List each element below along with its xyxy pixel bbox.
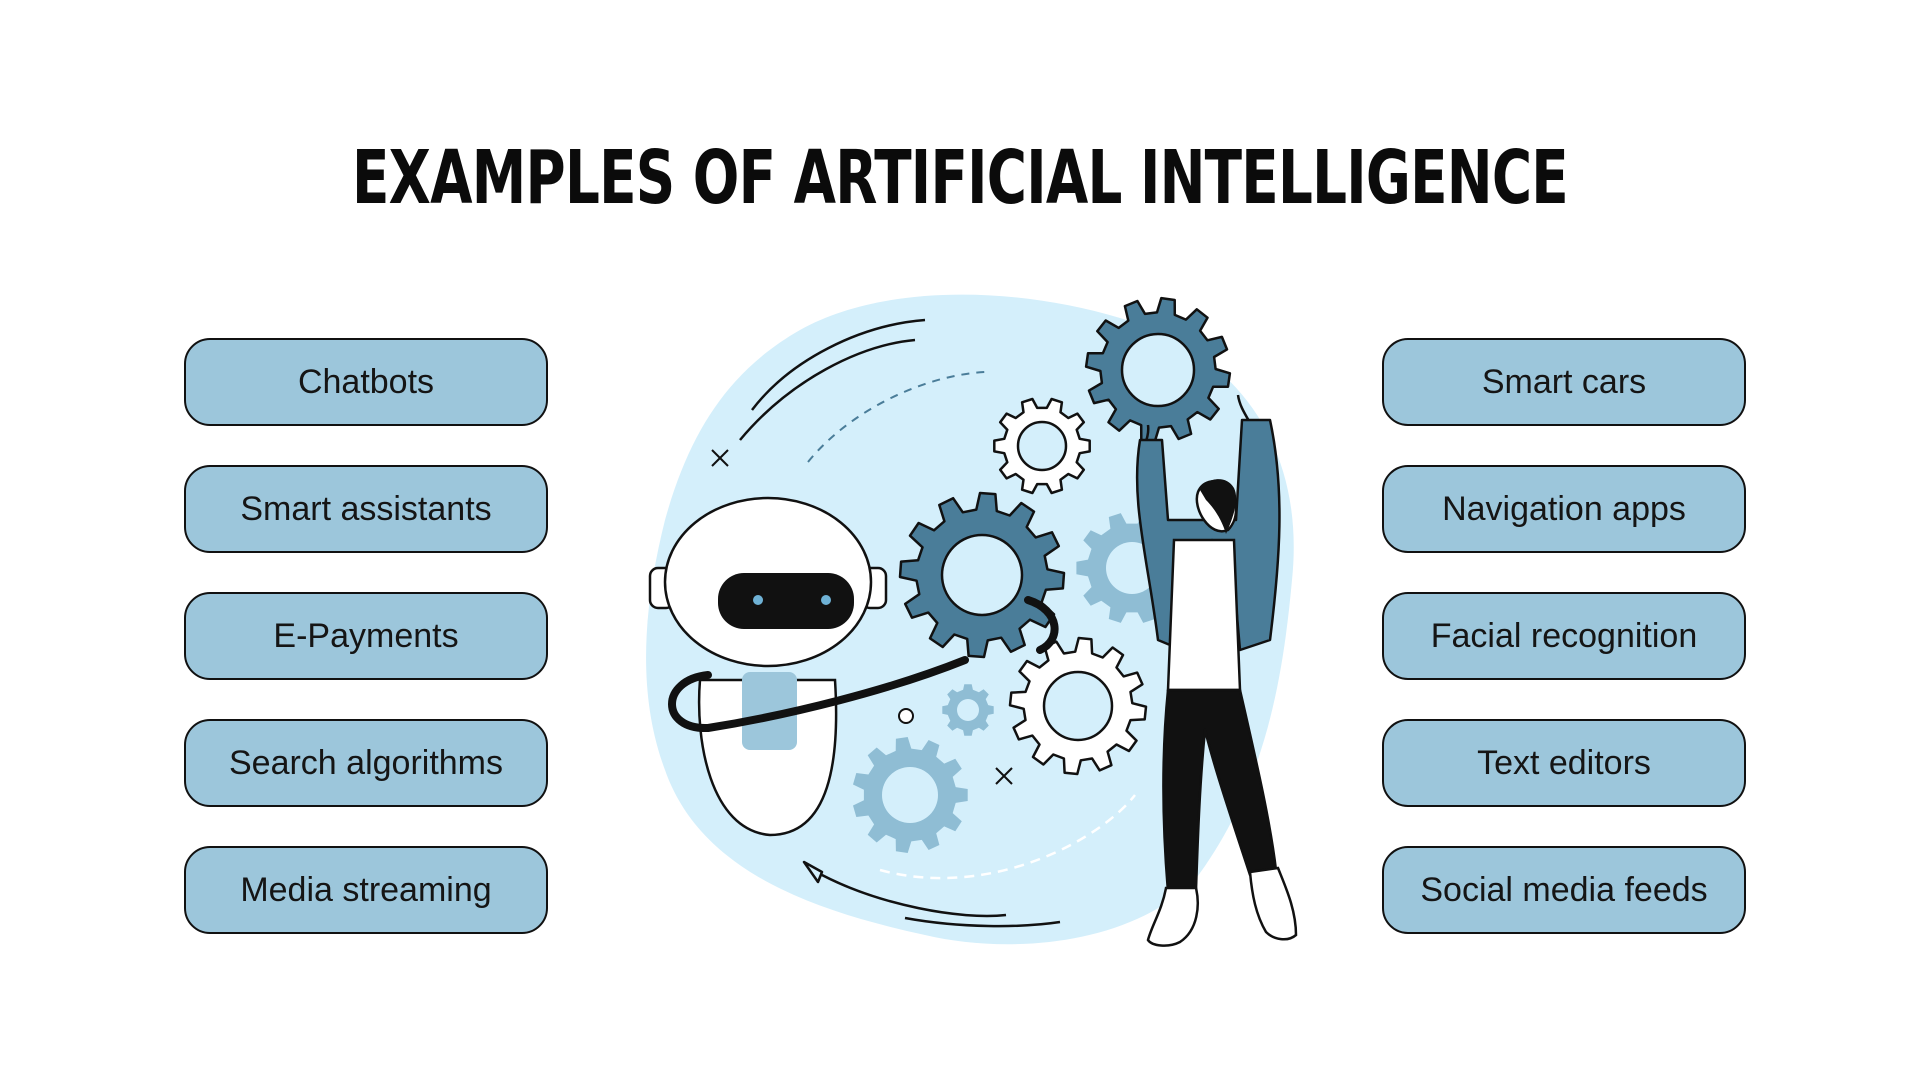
person-shirt <box>1166 538 1242 692</box>
example-pill-search-algorithms: Search algorithms <box>184 719 548 807</box>
example-pill-smart-cars: Smart cars <box>1382 338 1746 426</box>
example-pill-media-streaming: Media streaming <box>184 846 548 934</box>
example-pill-social-media-feeds: Social media feeds <box>1382 846 1746 934</box>
example-pill-smart-assistants: Smart assistants <box>184 465 548 553</box>
robot-arm <box>668 656 969 733</box>
person-hair <box>1200 479 1237 534</box>
left-examples-list: Chatbots Smart assistants E-Payments Sea… <box>184 338 548 934</box>
arc-line-bottom <box>821 873 1007 918</box>
dashed-arc-top <box>807 371 986 463</box>
person-icon <box>1135 394 1298 947</box>
example-pill-chatbots: Chatbots <box>184 338 548 426</box>
robot-hand <box>1024 596 1059 654</box>
person-shoe-left <box>1146 886 1199 947</box>
arc-line-top-2 <box>739 338 916 441</box>
sparkle-icon <box>711 449 1013 785</box>
robot-visor <box>718 573 854 629</box>
robot-eye-right <box>821 595 831 605</box>
person-pants <box>1162 688 1278 894</box>
arrowhead-icon <box>802 860 824 884</box>
dashed-arc-bottom <box>879 794 1136 880</box>
person-shoe-right <box>1248 866 1298 941</box>
gear-hole <box>1120 332 1196 408</box>
bubble-dot <box>898 708 914 724</box>
right-examples-list: Smart cars Navigation apps Facial recogn… <box>1382 338 1746 934</box>
robot-body <box>697 678 838 837</box>
robot-icon <box>648 496 1059 837</box>
arc-line-top <box>751 318 926 411</box>
robot-eye-left <box>753 595 763 605</box>
gear-hole <box>1016 420 1068 472</box>
arc-line-bottom-2 <box>904 916 1061 928</box>
example-pill-navigation-apps: Navigation apps <box>1382 465 1746 553</box>
example-pill-facial-recognition: Facial recognition <box>1382 592 1746 680</box>
robot-chest-panel <box>742 672 797 750</box>
page-title: EXAMPLES OF ARTIFICIAL INTELLIGENCE <box>352 135 1569 221</box>
example-pill-e-payments: E-Payments <box>184 592 548 680</box>
gear-hole <box>1042 670 1114 742</box>
example-pill-text-editors: Text editors <box>1382 719 1746 807</box>
gear-hole <box>957 699 979 721</box>
ai-illustration <box>646 294 1298 947</box>
gear-hole <box>882 767 938 823</box>
gear-hole <box>940 533 1024 617</box>
